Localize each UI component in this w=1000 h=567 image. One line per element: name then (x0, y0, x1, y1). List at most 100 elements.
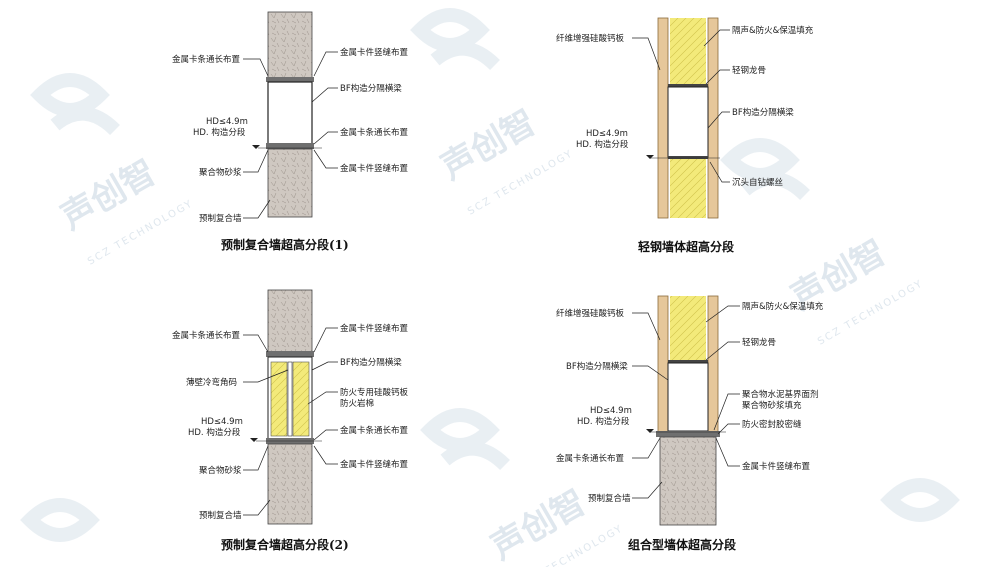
label-rockwool: 防火岩棉 (340, 398, 374, 409)
label-metal-clip: 金属卡件竖缝布置 (742, 461, 811, 472)
prefab-wall-lower (659, 436, 717, 526)
leader (313, 327, 338, 353)
leader (707, 111, 730, 129)
label-metal-strip: 金属卡条通长布置 (340, 425, 409, 436)
label-infill: 隔声&防火&保温填充 (742, 301, 824, 312)
leader (632, 312, 661, 341)
rockwool-right (292, 361, 310, 437)
leader (705, 341, 740, 361)
leader (713, 393, 740, 431)
leader (715, 437, 740, 467)
caption-panel-4: 组合型墙体超高分段 (628, 537, 737, 552)
prefab-wall-upper (267, 11, 313, 81)
caption-panel-3: 预制复合墙超高分段(2) (221, 537, 349, 552)
label-prefab-wall: 预制复合墙 (588, 493, 631, 504)
panel-prefab-wall-1: 金属卡条通长布置 金属卡件竖缝布置 BF构造分隔横梁 HD≤4.9m HD. 构… (172, 11, 409, 252)
label-calcium-board: 纤维增强硅酸钙板 (556, 308, 625, 319)
leader (243, 58, 269, 77)
label-metal-clip: 金属卡件竖缝布置 (340, 323, 409, 334)
steel-track (668, 84, 708, 87)
leader (307, 391, 338, 405)
label-bf-beam: BF构造分隔横梁 (732, 107, 794, 118)
level-marker-icon (250, 438, 258, 442)
rockwool-left (270, 361, 288, 437)
label-metal-strip: 金属卡条通长布置 (340, 127, 409, 138)
metal-clip-strip (266, 143, 314, 149)
steel-track (668, 156, 708, 159)
bf-beam (267, 81, 313, 145)
leader (313, 131, 338, 145)
leader (709, 161, 730, 183)
leader (311, 87, 338, 103)
label-infill: 隔声&防火&保温填充 (732, 25, 814, 36)
leader (243, 499, 271, 516)
leader (632, 481, 663, 499)
panel-prefab-wall-2: 金属卡条通长布置 金属卡件竖缝布置 BF构造分隔横梁 薄壁冷弯角码 防火专用硅酸… (172, 289, 409, 552)
label-sealant: 防火密封胶密缝 (742, 419, 802, 430)
leader (243, 334, 269, 353)
caption-panel-1: 预制复合墙超高分段(1) (221, 237, 349, 252)
label-screw: 沉头自钻螺丝 (732, 177, 784, 188)
metal-clip-strip (266, 77, 314, 82)
leader (311, 361, 338, 371)
label-metal-strip: 金属卡条通长布置 (556, 453, 625, 464)
label-mortar: 聚合物砂浆 (199, 465, 242, 476)
leader (243, 199, 271, 219)
label-hd-limit: HD≤4.9m (201, 417, 243, 427)
bf-beam (667, 362, 709, 432)
leader (705, 69, 730, 85)
insulation-lower (670, 159, 706, 218)
label-hd-limit: HD≤4.9m (586, 129, 628, 139)
label-bf-beam: BF构造分隔横梁 (340, 83, 402, 94)
leader (313, 445, 338, 465)
level-marker-icon (646, 429, 654, 433)
label-prefab-wall: 预制复合墙 (199, 510, 242, 521)
leader (705, 305, 740, 323)
leader (632, 365, 669, 381)
label-interface-agent: 聚合物水泥基界面剂 (742, 389, 819, 400)
panel-composite-wall: 纤维增强硅酸钙板 隔声&防火&保温填充 轻钢龙骨 BF构造分隔横梁 聚合物水泥基… (556, 295, 824, 552)
label-steel-stud: 轻钢龙骨 (732, 65, 766, 76)
label-mortar-infill: 聚合物砂浆填充 (742, 400, 802, 411)
label-metal-clip: 金属卡件竖缝布置 (340, 47, 409, 58)
label-metal-strip: 金属卡条通长布置 (172, 54, 241, 65)
leader (632, 37, 661, 71)
label-hd-limit: HD≤4.9m (206, 117, 248, 127)
label-hd-segment: HD. 构造分段 (577, 416, 630, 427)
calcium-silicate-board-left (657, 295, 669, 435)
caption-panel-2: 轻钢墙体超高分段 (638, 239, 735, 254)
prefab-wall-lower (267, 148, 313, 218)
label-metal-clip: 金属卡件竖缝布置 (340, 163, 409, 174)
level-marker-icon (646, 155, 654, 159)
label-calcium-board: 纤维增强硅酸钙板 (556, 33, 625, 44)
leader (243, 149, 269, 173)
watermark-logo-icon (20, 8, 960, 542)
label-hd-segment: HD. 构造分段 (193, 127, 246, 138)
label-steel-stud: 轻钢龙骨 (742, 337, 776, 348)
watermark-group: 声创智 SCZ TECHNOLOGY 声创智 SCZ TECHNOLOGY 声创… (20, 8, 960, 567)
prefab-wall-lower (267, 443, 313, 525)
insulation-upper (670, 296, 706, 360)
leader (703, 29, 730, 47)
level-marker-icon (252, 145, 260, 149)
metal-clip-strip (266, 351, 314, 357)
label-hd-segment: HD. 构造分段 (188, 427, 241, 438)
label-metal-strip: 金属卡条通长布置 (172, 330, 241, 341)
leader (313, 429, 338, 441)
leader (632, 437, 661, 459)
calcium-silicate-board-left (657, 17, 669, 219)
label-bracket: 薄壁冷弯角码 (186, 377, 237, 388)
label-prefab-wall: 预制复合墙 (199, 213, 242, 224)
label-bf-beam: BF构造分隔横梁 (566, 361, 628, 372)
label-hd-limit: HD≤4.9m (590, 406, 632, 416)
prefab-wall-upper (267, 289, 313, 353)
label-mortar: 聚合物砂浆 (199, 167, 242, 178)
insulation-upper (670, 18, 706, 86)
steel-track (668, 360, 708, 363)
label-bf-beam: BF构造分隔横梁 (340, 357, 402, 368)
leader (313, 51, 338, 77)
label-hd-segment: HD. 构造分段 (576, 139, 629, 150)
cold-formed-bracket (287, 361, 293, 437)
leader (313, 149, 338, 169)
